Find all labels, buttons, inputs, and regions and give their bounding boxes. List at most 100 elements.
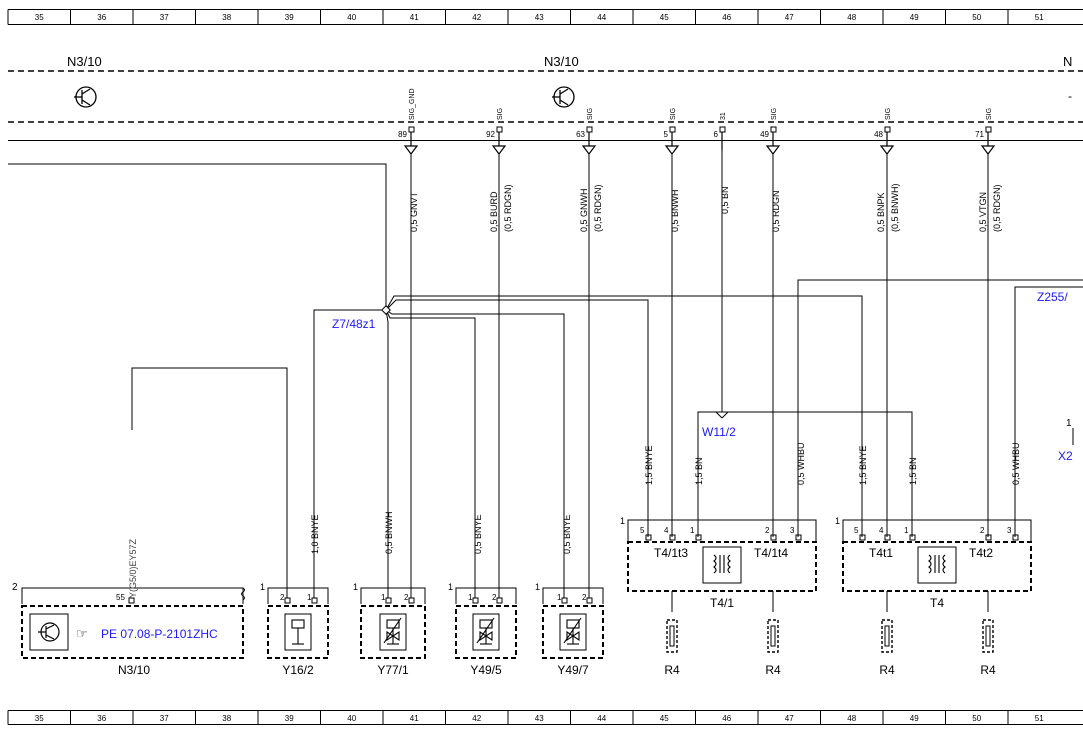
ruler-top [8, 9, 1083, 25]
wire-label: 0,5 GNVT [409, 191, 419, 232]
module-pin-number: 5 [640, 526, 645, 535]
wire-label: 0,5 BNWH [384, 511, 394, 554]
connector-label: SIG [986, 108, 993, 120]
block-squiggle [241, 587, 245, 601]
pin-terminal [408, 597, 415, 604]
pin-terminal [859, 534, 866, 541]
pin-terminal [284, 597, 291, 604]
resistor-icon [669, 625, 675, 647]
wire-label: 1,0 BNYE [310, 514, 320, 554]
splice-label-z255: Z255/ [1037, 290, 1068, 304]
connector-label: 31 [720, 112, 727, 120]
wire-label: 0,5 BNYE [562, 514, 572, 554]
ruler-label-bottom: 51 [1035, 714, 1044, 723]
module-pin-number: 2 [765, 526, 770, 535]
pin-terminal [669, 534, 676, 541]
ruler-label-bottom: 47 [785, 714, 794, 723]
ruler-label-bottom: 49 [910, 714, 919, 723]
module-body [842, 541, 1032, 592]
solenoid-valve-arrow-icon [476, 617, 495, 645]
component-top-line [267, 587, 329, 604]
block-body [21, 605, 244, 659]
pin-terminal [311, 597, 318, 604]
component-name: Y49/5 [470, 663, 502, 677]
pin-number: 48 [874, 130, 883, 139]
ruler-label-top: 38 [222, 13, 231, 22]
resistor-shield [982, 619, 994, 653]
pin-number: 49 [760, 130, 769, 139]
component-pin-number: 2 [582, 593, 587, 602]
connector-label-x2: X2 [1058, 449, 1073, 463]
wire-label: (0,5 RDGN) [593, 184, 603, 232]
ruler-label-top: 49 [910, 13, 919, 22]
module-pin-number: 4 [664, 526, 669, 535]
wire-label: 1,5 BN [694, 457, 704, 485]
pin-number: 89 [398, 130, 407, 139]
component-pin-number: 2 [280, 593, 285, 602]
ruler-bottom [8, 710, 1083, 725]
wire-label: 1,5 BNYE [858, 445, 868, 485]
ruler-label-bottom: 39 [285, 714, 294, 723]
pin-terminal [770, 534, 777, 541]
transformer-terminal-right: T4/1t4 [754, 546, 788, 560]
component-top-line [542, 587, 604, 604]
pin-number: 71 [975, 130, 984, 139]
pin-terminal [884, 534, 891, 541]
wire-label: 0,5 WHBU [796, 442, 806, 485]
wire-label: (0,5 RDGN) [992, 184, 1002, 232]
transformer-terminal-right: T4t2 [969, 546, 993, 560]
wire-labels-lower: 1,0 BNYE 0,5 BNWH 0,5 BNYE 0,5 BNYE 1,5 … [310, 442, 1021, 554]
ruler-label-top: 40 [347, 13, 356, 22]
ruler-label-top: 48 [847, 13, 856, 22]
component-top-line [360, 587, 426, 604]
n-label-edge: N [1063, 54, 1072, 69]
component-pin-number: 2 [492, 593, 497, 602]
component-pin-number: 1 [260, 582, 265, 592]
ruler-label-bottom: 37 [160, 714, 169, 723]
component-pin-number: 1 [353, 582, 358, 592]
transformer-terminal-left: T4/1t3 [654, 546, 688, 560]
n3-10-control-block: 2 55 Y(G5/0)EY57Z ☞ PE 07.08-P-2101ZHC N… [12, 538, 245, 677]
ruler-label-top: 51 [1035, 13, 1044, 22]
pin-terminal [128, 597, 135, 604]
wire-labels-upper: 0,5 GNVT 0,5 BURD (0,5 RDGN) 0,5 GNWH (0… [409, 183, 1002, 232]
module-name: T4 [930, 596, 944, 610]
solenoid-valve-icon [291, 619, 305, 645]
pin-number: 92 [486, 130, 495, 139]
module-pin-number: 1 [904, 526, 909, 535]
connector-label: SIG [497, 108, 504, 120]
ruler-label-bottom: 36 [97, 714, 106, 723]
ruler-label-bottom: 43 [535, 714, 544, 723]
wire-label: 0,5 BURD [489, 191, 499, 232]
component-pin-number: 1 [557, 593, 562, 602]
module-pin-number: 1 [690, 526, 695, 535]
module-pin-number: 1 [620, 516, 625, 526]
n3-10-label-mid: N3/10 [544, 54, 579, 69]
module-pin-number: 3 [1007, 526, 1012, 535]
wire-label: 0,5 WHBU [1011, 442, 1021, 485]
block-number: 2 [12, 582, 18, 593]
module-pin-number: 5 [854, 526, 859, 535]
ruler-label-bottom: 48 [847, 714, 856, 723]
wire-label: 0,5 BN [720, 186, 730, 214]
wire-label: 0,5 RDGN [771, 190, 781, 232]
ruler-label-top: 36 [97, 13, 106, 22]
transformer-symbol-box [702, 546, 742, 584]
pin-number: 63 [576, 130, 585, 139]
resistor-shield [767, 619, 779, 653]
connector-label: SIG [771, 108, 778, 120]
pin-terminal [645, 534, 652, 541]
pin-terminal [496, 597, 503, 604]
pin-terminal [561, 597, 568, 604]
transistor-box [29, 613, 69, 651]
resistor-shield [881, 619, 893, 653]
pin-terminal [909, 534, 916, 541]
pin-number: 5 [664, 130, 669, 139]
ruler-label-bottom: 46 [722, 714, 731, 723]
pin-terminal [472, 597, 479, 604]
ref-link[interactable]: PE 07.08-P-2101ZHC [101, 627, 218, 641]
connector-label: SIG [670, 108, 677, 120]
